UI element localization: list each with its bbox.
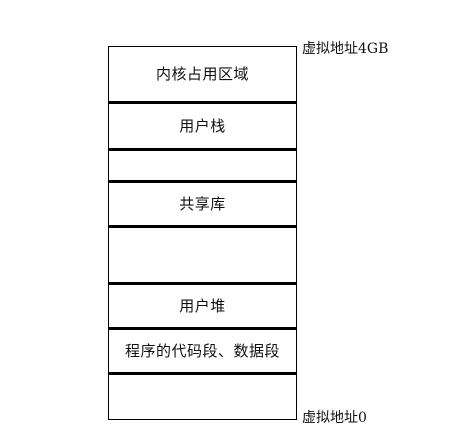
- top-address-label: 虚拟地址4GB: [302, 41, 389, 57]
- segment-kernel: 内核占用区域: [155, 64, 249, 83]
- segment-user-heap: 用户堆: [179, 296, 226, 315]
- segment-user-stack: 用户栈: [179, 116, 226, 135]
- segment-divider: [109, 180, 296, 183]
- segment-divider: [109, 101, 296, 104]
- segment-gap-2: [109, 228, 296, 282]
- segment-divider: [109, 282, 296, 285]
- segment-divider: [109, 148, 296, 151]
- segment-divider: [109, 372, 296, 375]
- segment-code-data: 程序的代码段、数据段: [124, 341, 280, 360]
- segment-gap-3: [109, 375, 296, 419]
- memory-layout-stack: 内核占用区域 用户栈 共享库 用户堆 程序的代码段、数据段: [108, 46, 297, 420]
- segment-shared-lib: 共享库: [179, 194, 226, 213]
- segment-gap-1: [109, 151, 296, 180]
- segment-divider: [109, 225, 296, 228]
- bottom-address-label: 虚拟地址0: [302, 410, 367, 426]
- segment-divider: [109, 327, 296, 330]
